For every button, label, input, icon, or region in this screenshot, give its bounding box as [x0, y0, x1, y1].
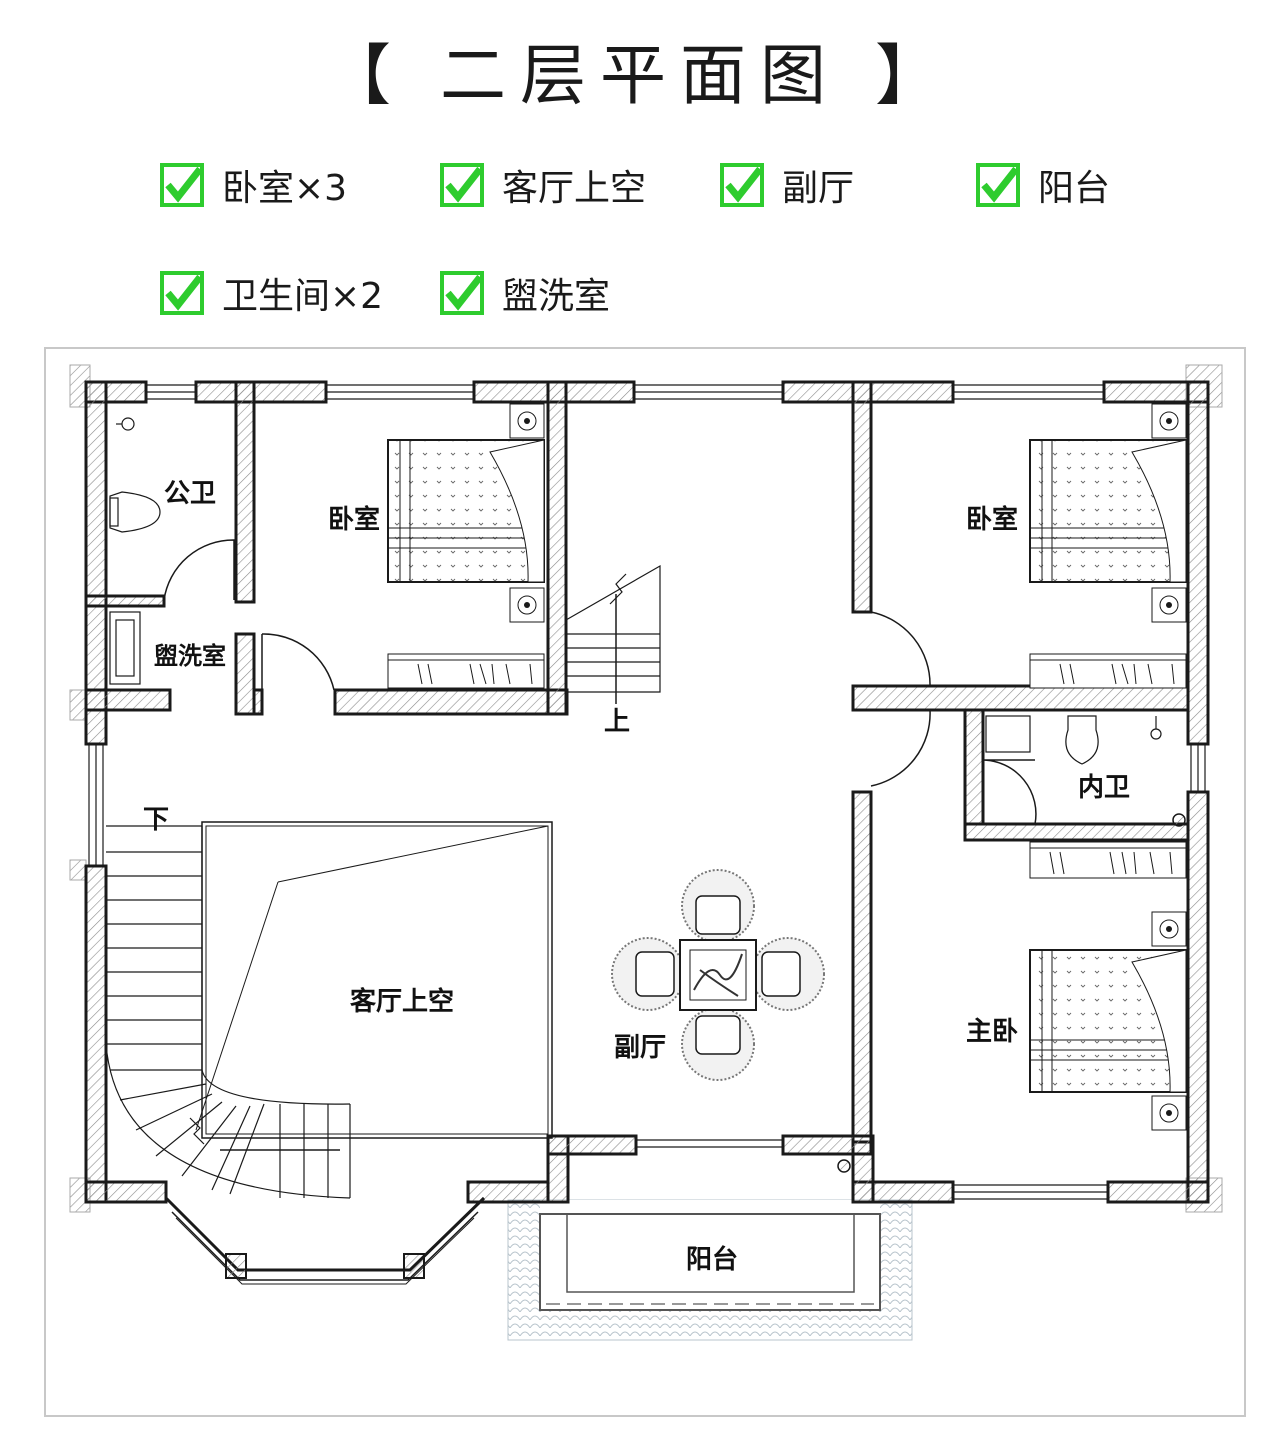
- doors: [163, 539, 1037, 825]
- stair-down: [105, 825, 351, 1199]
- feature-washroom: 盥洗室: [440, 268, 610, 318]
- bed-master: [1029, 841, 1187, 1131]
- feature-bedrooms: 卧室×3: [160, 160, 347, 210]
- feature-label: 卧室×3: [222, 168, 348, 209]
- page-title: 【 二层平面图 】: [325, 37, 955, 114]
- feature-family-hall: 副厅: [720, 160, 854, 210]
- plan-frame: [44, 347, 1246, 1417]
- stair-up-label: 上: [604, 707, 630, 737]
- room-label-bedroom-right: 卧室: [966, 504, 1018, 535]
- feature-label: 卫生间×2: [222, 276, 384, 317]
- room-label-inner-bath: 内卫: [1078, 773, 1130, 803]
- check-icon: [440, 163, 484, 207]
- balcony-tiles: [507, 1199, 913, 1341]
- bed-left: [387, 403, 545, 689]
- living-void: [195, 821, 553, 1139]
- feature-balcony: 阳台: [976, 160, 1110, 210]
- room-label-balcony: 阳台: [686, 1244, 738, 1275]
- feature-living-void: 客厅上空: [440, 160, 646, 210]
- stair-up: [565, 564, 661, 704]
- stair-down-label: 下: [143, 805, 169, 835]
- drain-icon: [1172, 813, 1186, 827]
- room-label-master-bedroom: 主卧: [966, 1017, 1018, 1047]
- feature-label: 副厅: [782, 168, 855, 209]
- interior-walls: [84, 380, 1190, 1156]
- bay-window: [164, 1196, 486, 1285]
- check-icon: [720, 163, 764, 207]
- bed-right: [1029, 403, 1187, 689]
- room-label-bedroom-left: 卧室: [328, 504, 380, 535]
- check-icon: [160, 163, 204, 207]
- check-icon: [440, 271, 484, 315]
- feature-label: 阳台: [1038, 168, 1111, 209]
- windows: [88, 384, 1206, 1200]
- table-set: [611, 869, 825, 1081]
- drain-icon: [837, 1159, 851, 1173]
- feature-label: 盥洗室: [502, 276, 611, 317]
- bath-fixtures: [109, 417, 1162, 765]
- room-label-public-bath: 公卫: [164, 479, 216, 509]
- feature-bathrooms: 卫生间×2: [160, 268, 383, 318]
- room-label-family-hall: 副厅: [614, 1033, 666, 1063]
- feature-label: 客厅上空: [502, 168, 647, 209]
- check-icon: [976, 163, 1020, 207]
- check-icon: [160, 271, 204, 315]
- room-label-living-void: 客厅上空: [350, 986, 454, 1017]
- room-label-washroom: 盥洗室: [154, 642, 226, 670]
